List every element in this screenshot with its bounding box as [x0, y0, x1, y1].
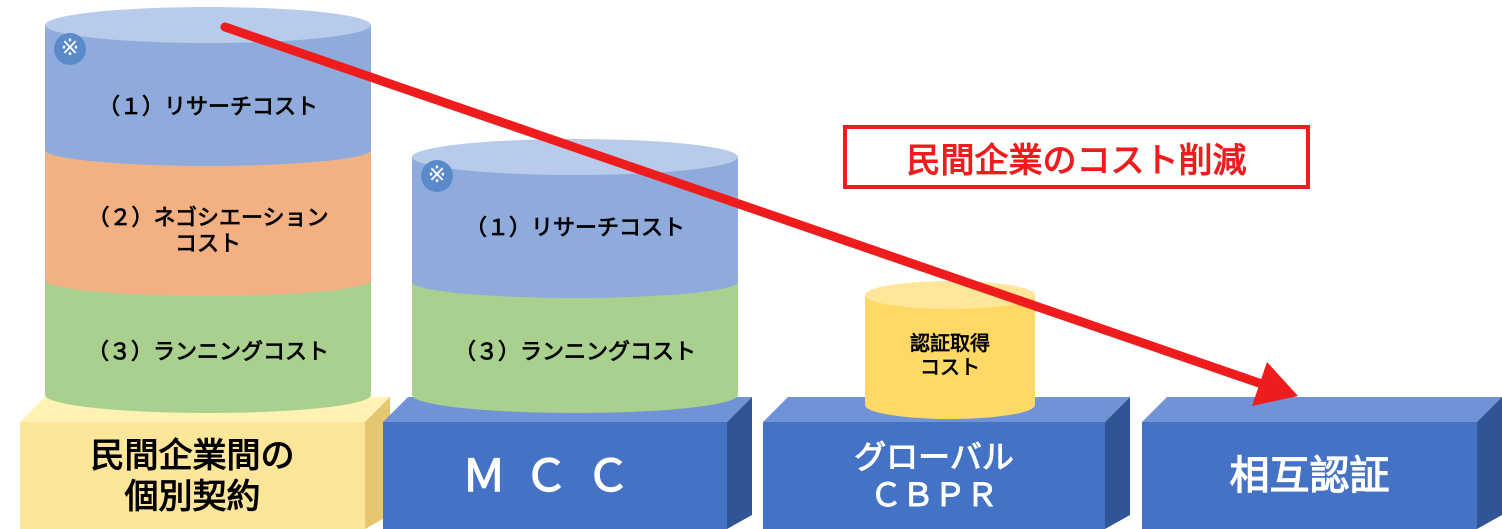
base-label-cbpr: グローバル ＣＢＰＲ [854, 437, 1014, 514]
cylinder-individual [45, 7, 371, 413]
segment-label-research: （１）リサーチコスト [464, 216, 685, 242]
segment-label-research: （１）リサーチコスト [97, 95, 318, 121]
segment-label-negotiation: （２）ネゴシエーション コスト [87, 206, 329, 257]
note-marker-individual: ※ [54, 33, 86, 65]
cylinder-mcc [412, 139, 738, 413]
base-label-mutual: 相互認証 [1229, 452, 1390, 499]
segment-label-certification: 認証取得 コスト [910, 331, 990, 379]
note-marker-mcc: ※ [421, 160, 453, 192]
base-block-mutual [1142, 397, 1502, 529]
segment-label-running: （３）ランニングコスト [86, 340, 329, 366]
cost-reduction-arrow [220, 22, 1298, 406]
base-block-individual [20, 397, 390, 529]
segment-label-running: （３）ランニングコスト [453, 340, 696, 366]
base-label-individual: 民間企業間の 個別契約 [90, 436, 295, 517]
cost-reduction-callout: 民間企業のコスト削減 [843, 125, 1310, 189]
base-label-mcc: ＭＣＣ [462, 450, 648, 502]
